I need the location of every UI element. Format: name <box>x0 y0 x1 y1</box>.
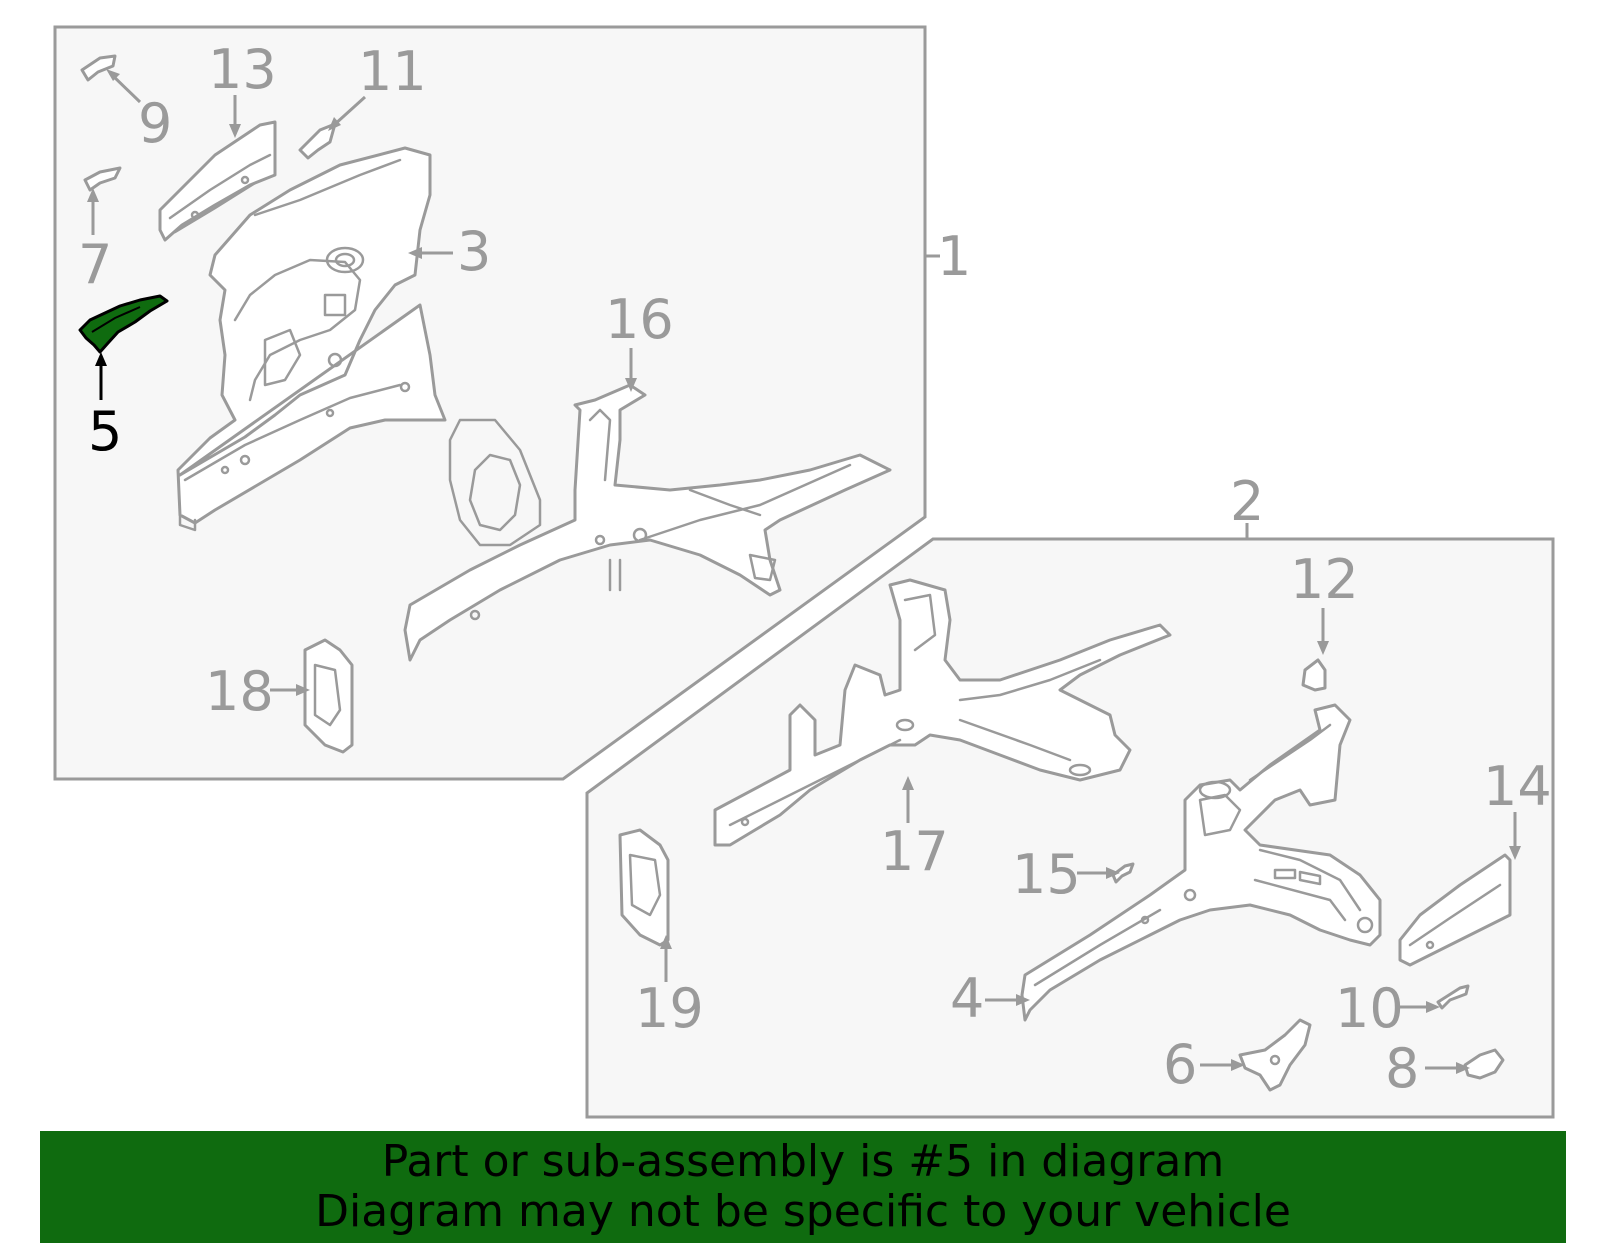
banner-line-disclaimer: Diagram may not be specific to your vehi… <box>315 1186 1291 1237</box>
part-18-plate <box>303 638 354 754</box>
part-5-highlighted-reinforcement <box>78 294 169 354</box>
callout-10: 10 <box>1335 977 1404 1040</box>
part-4-wheelhouse <box>1020 703 1382 1022</box>
callout-11: 11 <box>358 40 427 103</box>
callout-1: 1 <box>937 225 971 288</box>
callout-4: 4 <box>950 967 984 1030</box>
callout-17: 17 <box>880 820 949 883</box>
callout-6: 6 <box>1163 1033 1197 1096</box>
part-10-clip <box>1436 984 1470 1010</box>
callout-14: 14 <box>1483 755 1552 818</box>
part-11-bracket <box>298 122 337 160</box>
part-12-bracket <box>1301 658 1327 692</box>
part-17-side-member <box>713 578 1172 847</box>
callout-5-highlighted: 5 <box>88 400 122 463</box>
info-banner: Part or sub-assembly is #5 in diagram Di… <box>40 1131 1566 1243</box>
callout-3: 3 <box>457 220 491 283</box>
callout-2: 2 <box>1230 470 1264 533</box>
callout-15: 15 <box>1012 843 1081 906</box>
callout-13: 13 <box>208 38 277 101</box>
banner-line-part: Part or sub-assembly is #5 in diagram <box>381 1136 1225 1187</box>
part-3-wheelhouse <box>176 146 447 532</box>
callout-labels: 1 2 3 4 5 6 7 8 9 10 11 12 13 14 15 16 1… <box>78 38 1552 1100</box>
part-14-upper-reinforcement <box>1398 853 1512 967</box>
callout-12: 12 <box>1290 548 1359 611</box>
callout-9: 9 <box>138 92 172 155</box>
part-19-plate <box>618 828 670 947</box>
part-8-bracket <box>1463 1048 1505 1080</box>
callout-arrows <box>87 69 1521 1074</box>
callout-8: 8 <box>1385 1037 1419 1100</box>
callout-18: 18 <box>205 660 274 723</box>
part-6-bracket <box>1238 1018 1312 1092</box>
callout-7: 7 <box>78 233 112 296</box>
callout-16: 16 <box>605 288 674 351</box>
part-13-upper-reinforcement <box>158 120 277 242</box>
part-15-clip <box>1111 862 1135 884</box>
part-9-clip <box>80 54 117 82</box>
part-16-side-member <box>403 383 892 662</box>
callout-19: 19 <box>635 977 704 1040</box>
part-7-clip <box>83 166 122 192</box>
